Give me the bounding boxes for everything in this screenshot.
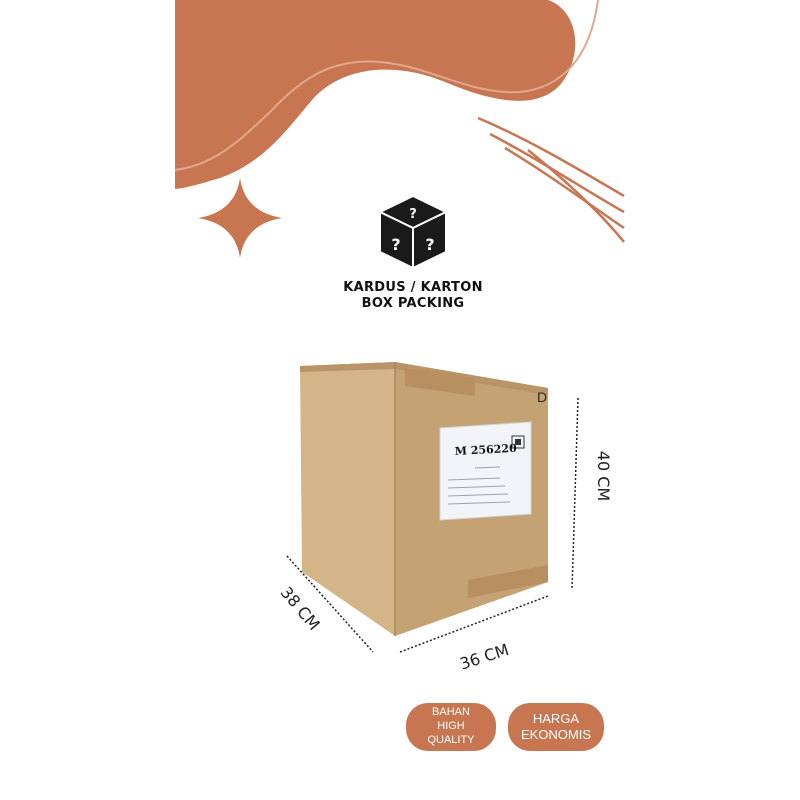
label-sticker [439,421,532,521]
svg-text:?: ? [409,207,417,222]
dimension-lines [286,397,579,653]
height-dimension-label: 40 CM [594,451,613,501]
four-point-star-icon [198,178,282,258]
height-dimension-line [571,397,579,591]
label-lines [447,466,511,505]
box-side-face [300,362,395,636]
tape-strip [405,368,475,396]
box-corner-mark: D [537,389,547,405]
brand-title-line-2: BOX PACKING [361,296,465,311]
box-top-edge [300,362,548,395]
tape-strip-bottom [468,565,548,598]
swoosh-line-3 [504,146,625,230]
badge-material-line-1: BAHAN [432,706,470,719]
brand-title-line-1: KARDUS / KARTON [343,280,483,295]
badge-price-line-1: HARGA [532,710,580,726]
depth-dimension-label: 38 CM [277,583,324,634]
depth-dimension-line [286,555,374,653]
badge-material-line-3: QUALITY [427,733,475,746]
label-code: M 256220 [454,442,517,458]
svg-text:?: ? [425,235,434,254]
material-quality-badge: BAHAN HIGH QUALITY [406,703,496,751]
svg-text:?: ? [391,235,400,254]
swoosh-line-4 [527,149,625,243]
swoosh-line-1 [477,116,625,198]
badge-material-line-2: HIGH [437,720,465,733]
wave-header [174,0,625,243]
cardboard-box [300,362,548,636]
badge-price-line-2: EKONOMIS [520,727,592,742]
price-badge: HARGA EKONOMIS [508,703,604,751]
wave-outline-line [174,0,599,171]
qr-code-icon [511,435,525,449]
mystery-box-icon: ? ? ? [377,194,449,270]
width-dimension-label: 36 CM [457,640,511,674]
swoosh-line-2 [489,132,625,214]
orange-wave-shape [175,0,576,189]
